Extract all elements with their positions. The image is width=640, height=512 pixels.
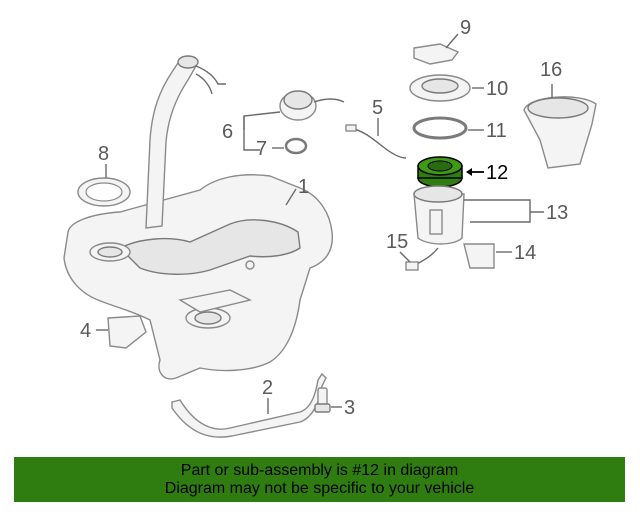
part-5-sensor: 5 — [345, 97, 407, 159]
banner-line-2: Diagram may not be specific to your vehi… — [164, 479, 475, 497]
callout-2: 2 — [262, 377, 273, 399]
part-8-lock-ring: 8 — [77, 143, 131, 207]
part-10-flange: 10 — [409, 74, 508, 102]
callout-14: 14 — [514, 242, 536, 264]
part-11-seal: 11 — [412, 116, 507, 142]
filler-neck — [145, 55, 226, 229]
parts-diagram: 1 8 4 2 3 6 7 — [63, 17, 597, 438]
part-15-harness: 15 — [386, 231, 439, 271]
callout-5: 5 — [372, 97, 383, 119]
callout-3: 3 — [344, 397, 355, 419]
info-banner: Part or sub-assembly is #12 in diagram D… — [14, 457, 625, 502]
part-13-pump-module: 13 — [413, 185, 568, 245]
part-14-bracket: 14 — [463, 242, 536, 269]
part-7-o-ring: 7 — [256, 137, 308, 160]
callout-10: 10 — [486, 78, 508, 100]
callout-7: 7 — [256, 138, 267, 160]
callout-11: 11 — [486, 120, 507, 142]
callout-6: 6 — [222, 121, 233, 143]
part-3-bolt: 3 — [314, 387, 355, 419]
callout-9: 9 — [460, 17, 471, 39]
part-9-connector: 9 — [413, 17, 471, 65]
callout-4: 4 — [80, 320, 91, 342]
callout-12: 12 — [486, 162, 508, 184]
part-2-strap: 2 — [171, 372, 327, 438]
callout-16: 16 — [540, 59, 562, 81]
banner-line-1: Part or sub-assembly is #12 in diagram — [180, 461, 459, 479]
callout-15: 15 — [386, 231, 408, 253]
part-4-bracket: 4 — [80, 315, 147, 349]
fuel-tank — [63, 174, 333, 380]
part-6-cap: 6 — [222, 90, 345, 151]
callout-8: 8 — [98, 143, 109, 165]
part-12-highlighted: 12 — [417, 156, 508, 188]
callout-1: 1 — [298, 176, 309, 198]
callout-13: 13 — [546, 202, 568, 224]
part-16-sender: 16 — [523, 59, 597, 169]
